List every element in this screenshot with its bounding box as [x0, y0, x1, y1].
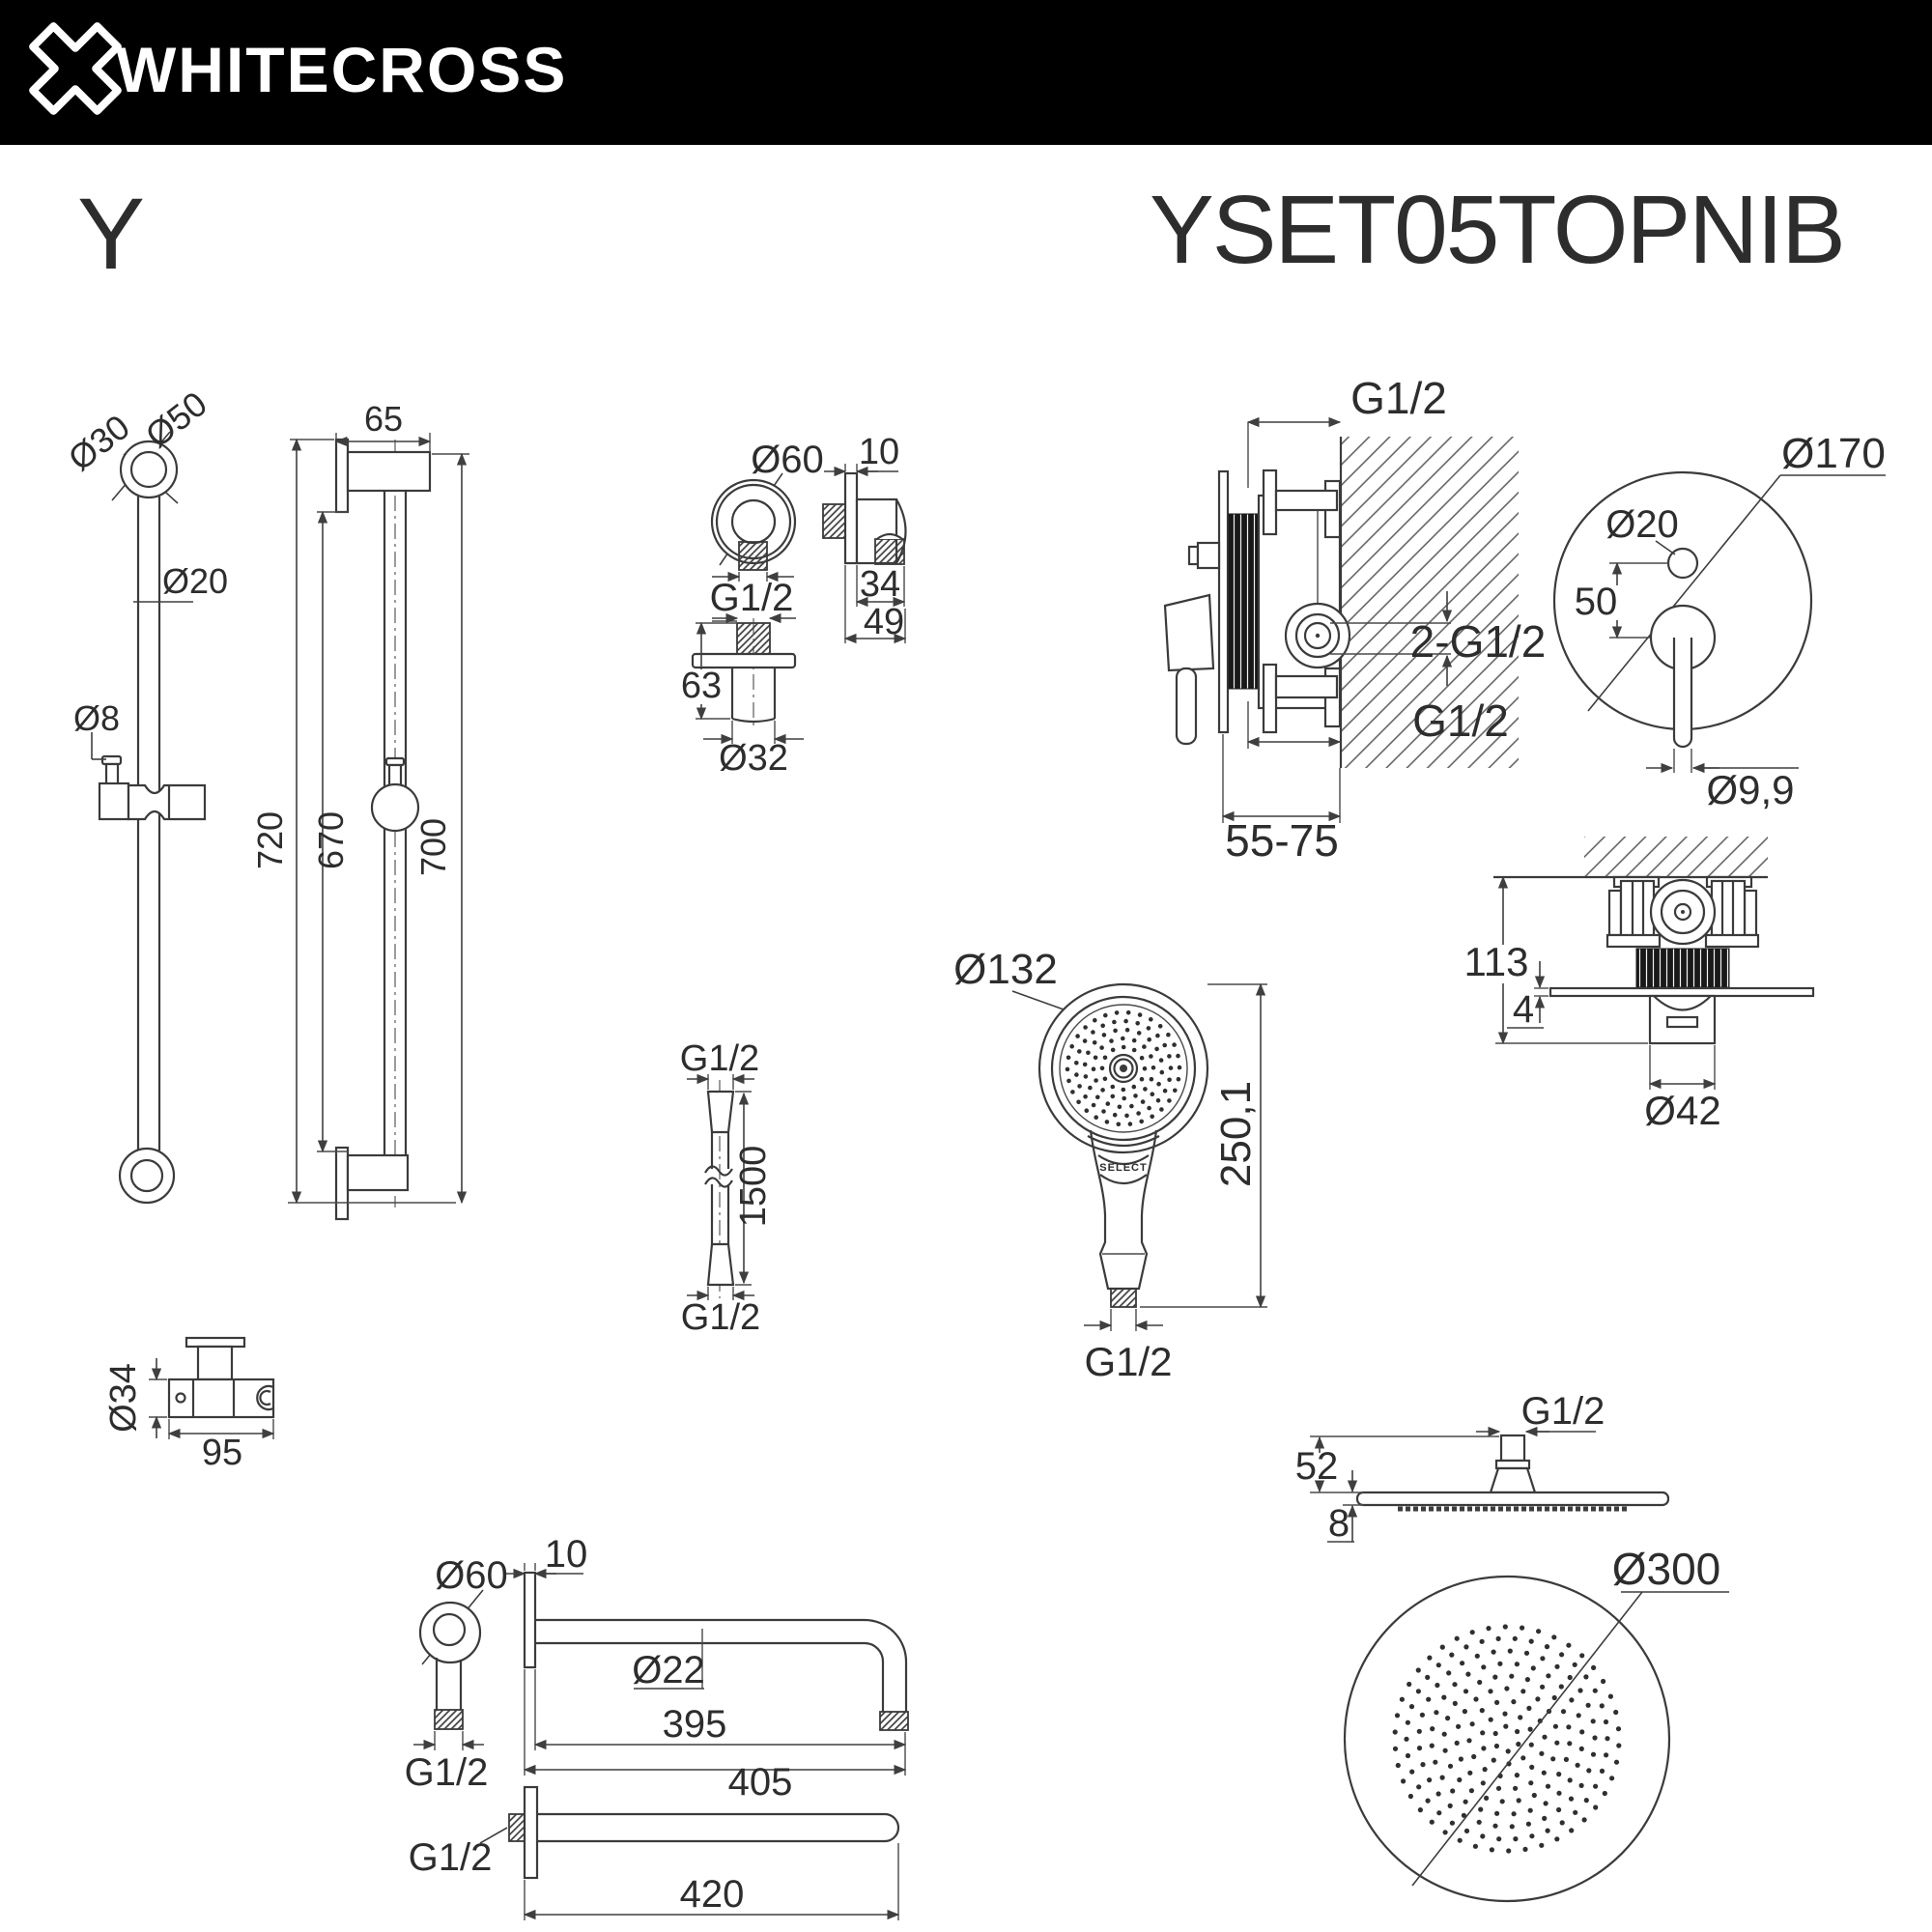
dim-label: G1/2	[1350, 373, 1447, 423]
dim-label: 8	[1328, 1502, 1350, 1545]
dim-label: 10	[545, 1533, 588, 1576]
dim-label: Ø22	[632, 1649, 705, 1691]
dim-label: 65	[364, 399, 403, 439]
dim-label: 1500	[733, 1146, 774, 1228]
dim-label: 2-G1/2	[1410, 616, 1547, 667]
dim-label: 420	[680, 1873, 745, 1916]
dim-label: 250,1	[1212, 1081, 1260, 1187]
header-bar: WHITECROSS	[0, 0, 1932, 145]
dim-label: Ø132	[953, 946, 1058, 993]
dim-label: G1/2	[1521, 1390, 1605, 1433]
dim-label: 52	[1295, 1445, 1339, 1488]
head-shower-dots	[1392, 1624, 1622, 1854]
dim-label: G1/2	[681, 1297, 760, 1338]
dim-label: 49	[864, 602, 904, 642]
dim-label: 113	[1464, 939, 1529, 984]
concealed-mixer-side-view: G1/2 2-G1/2 G1/2 55-75	[1163, 373, 1547, 866]
wall-bracket-view: Ø34 95	[103, 1336, 275, 1473]
dim-label: Ø300	[1612, 1544, 1721, 1594]
dim-label: 55-75	[1225, 815, 1339, 866]
slide-bar-front-view: Ø30 Ø50 Ø20 Ø8	[61, 384, 228, 1205]
model-number: YSET05TOPNIB	[1150, 176, 1844, 284]
dim-label: 4	[1513, 988, 1534, 1031]
dim-label: G1/2	[405, 1751, 489, 1794]
series-label: Y	[77, 178, 145, 291]
dim-label: 670	[311, 811, 351, 869]
slide-bar-side-view: 65 720 670 700	[250, 399, 469, 1221]
dim-label: Ø34	[103, 1363, 144, 1433]
dim-label: 34	[860, 564, 900, 605]
dim-label: Ø8	[73, 698, 120, 738]
dim-label: G1/2	[680, 1038, 759, 1079]
x-cross-icon	[29, 22, 122, 115]
ribbed-collar	[1228, 513, 1260, 690]
hand-shower-view: SELECT Ø132 250,1 G1/2	[953, 946, 1267, 1384]
dim-label: G1/2	[710, 577, 794, 619]
dim-label: Ø32	[719, 738, 788, 779]
dim-label: Ø60	[435, 1554, 508, 1597]
dim-label: 63	[681, 666, 722, 706]
select-button-label: SELECT	[1099, 1162, 1147, 1174]
dim-label: G1/2	[409, 1836, 493, 1879]
dim-label: Ø170	[1781, 430, 1886, 477]
mixer-mount-side-view: 113 4 Ø42	[1464, 837, 1815, 1133]
header-background	[0, 0, 1932, 145]
dim-label: G1/2	[1084, 1339, 1172, 1384]
dim-label: 405	[728, 1761, 793, 1804]
ceiling-hatch	[1584, 837, 1768, 877]
dim-label: Ø20	[162, 561, 228, 601]
dim-label: Ø60	[751, 439, 824, 481]
hand-shower-dots	[1065, 1009, 1182, 1127]
wall-hatch	[1341, 437, 1519, 768]
dim-label: 395	[663, 1703, 727, 1746]
mixer-trim-front-view: Ø170 Ø20 50 Ø9,9	[1552, 430, 1886, 812]
dim-label: Ø20	[1605, 503, 1679, 546]
shower-arm-views: Ø60 10 Ø22 395 405 G1/2 G1/2 420	[405, 1533, 909, 1920]
dim-label: Ø42	[1644, 1088, 1720, 1133]
hose-view: G1/2 1500 G1/2	[680, 1038, 774, 1338]
head-shower-views: G1/2 52 8 Ø300	[1295, 1390, 1729, 1903]
dim-label: 700	[413, 818, 453, 876]
dim-label: 10	[859, 432, 899, 472]
dim-label: 95	[202, 1433, 242, 1473]
ribbed-collar	[1635, 948, 1730, 988]
dim-label: Ø9,9	[1706, 767, 1794, 812]
wall-outlet-views: Ø60 G1/2 63 Ø32 10 34 49	[681, 432, 907, 779]
dim-label: 50	[1575, 581, 1618, 623]
dim-label: 720	[250, 811, 290, 869]
brand-name: WHITECROSS	[116, 34, 567, 105]
dim-label: G1/2	[1412, 696, 1509, 746]
